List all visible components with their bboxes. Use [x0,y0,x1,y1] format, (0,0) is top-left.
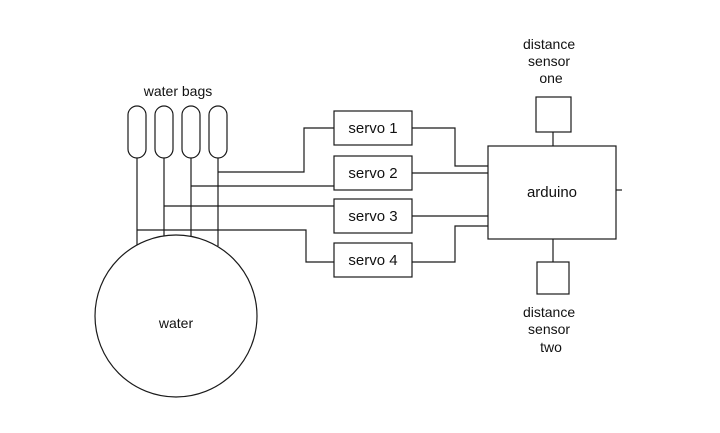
bag-tubes [136,158,219,246]
sensor-two-label: distance sensor two [523,304,579,355]
water-bag [181,105,201,159]
servo-2-box [333,155,413,191]
servo-3: servo 3 [333,198,413,234]
arduino-board [487,145,617,240]
servo-2-label: servo 2 [348,165,397,182]
servo-2: servo 2 [333,155,413,191]
servo-4-label: servo 4 [348,252,397,269]
water-bags [127,105,228,159]
servo-4-box [333,242,413,278]
water-bag [154,105,174,159]
servo-4: servo 4 [333,242,413,278]
water-bags-label: water bags [143,83,212,99]
sensor-one-line-2: sensor [528,53,570,69]
water-bag [127,105,147,159]
bag-servo-links [137,127,334,263]
sensor-one-line-1: distance [523,36,575,52]
distance-sensor-two [536,261,570,295]
arduino-label: arduino [527,184,577,201]
servo-1: servo 1 [333,110,413,146]
distance-sensor-one [535,96,572,133]
sensor-two-line-3: two [540,339,562,355]
servo-3-label: servo 3 [348,208,397,225]
water-reservoir [94,234,258,398]
water-bag [208,105,228,159]
sensor-two-line-2: sensor [528,321,570,337]
servo-1-label: servo 1 [348,120,397,137]
sensor-one-label: distance sensor one [523,36,579,86]
servo-arduino-links [412,127,488,263]
water-label: water [158,315,194,331]
servo-1-box [333,110,413,146]
sensor-one-line-3: one [539,70,563,86]
sensor-two-line-1: distance [523,304,575,320]
